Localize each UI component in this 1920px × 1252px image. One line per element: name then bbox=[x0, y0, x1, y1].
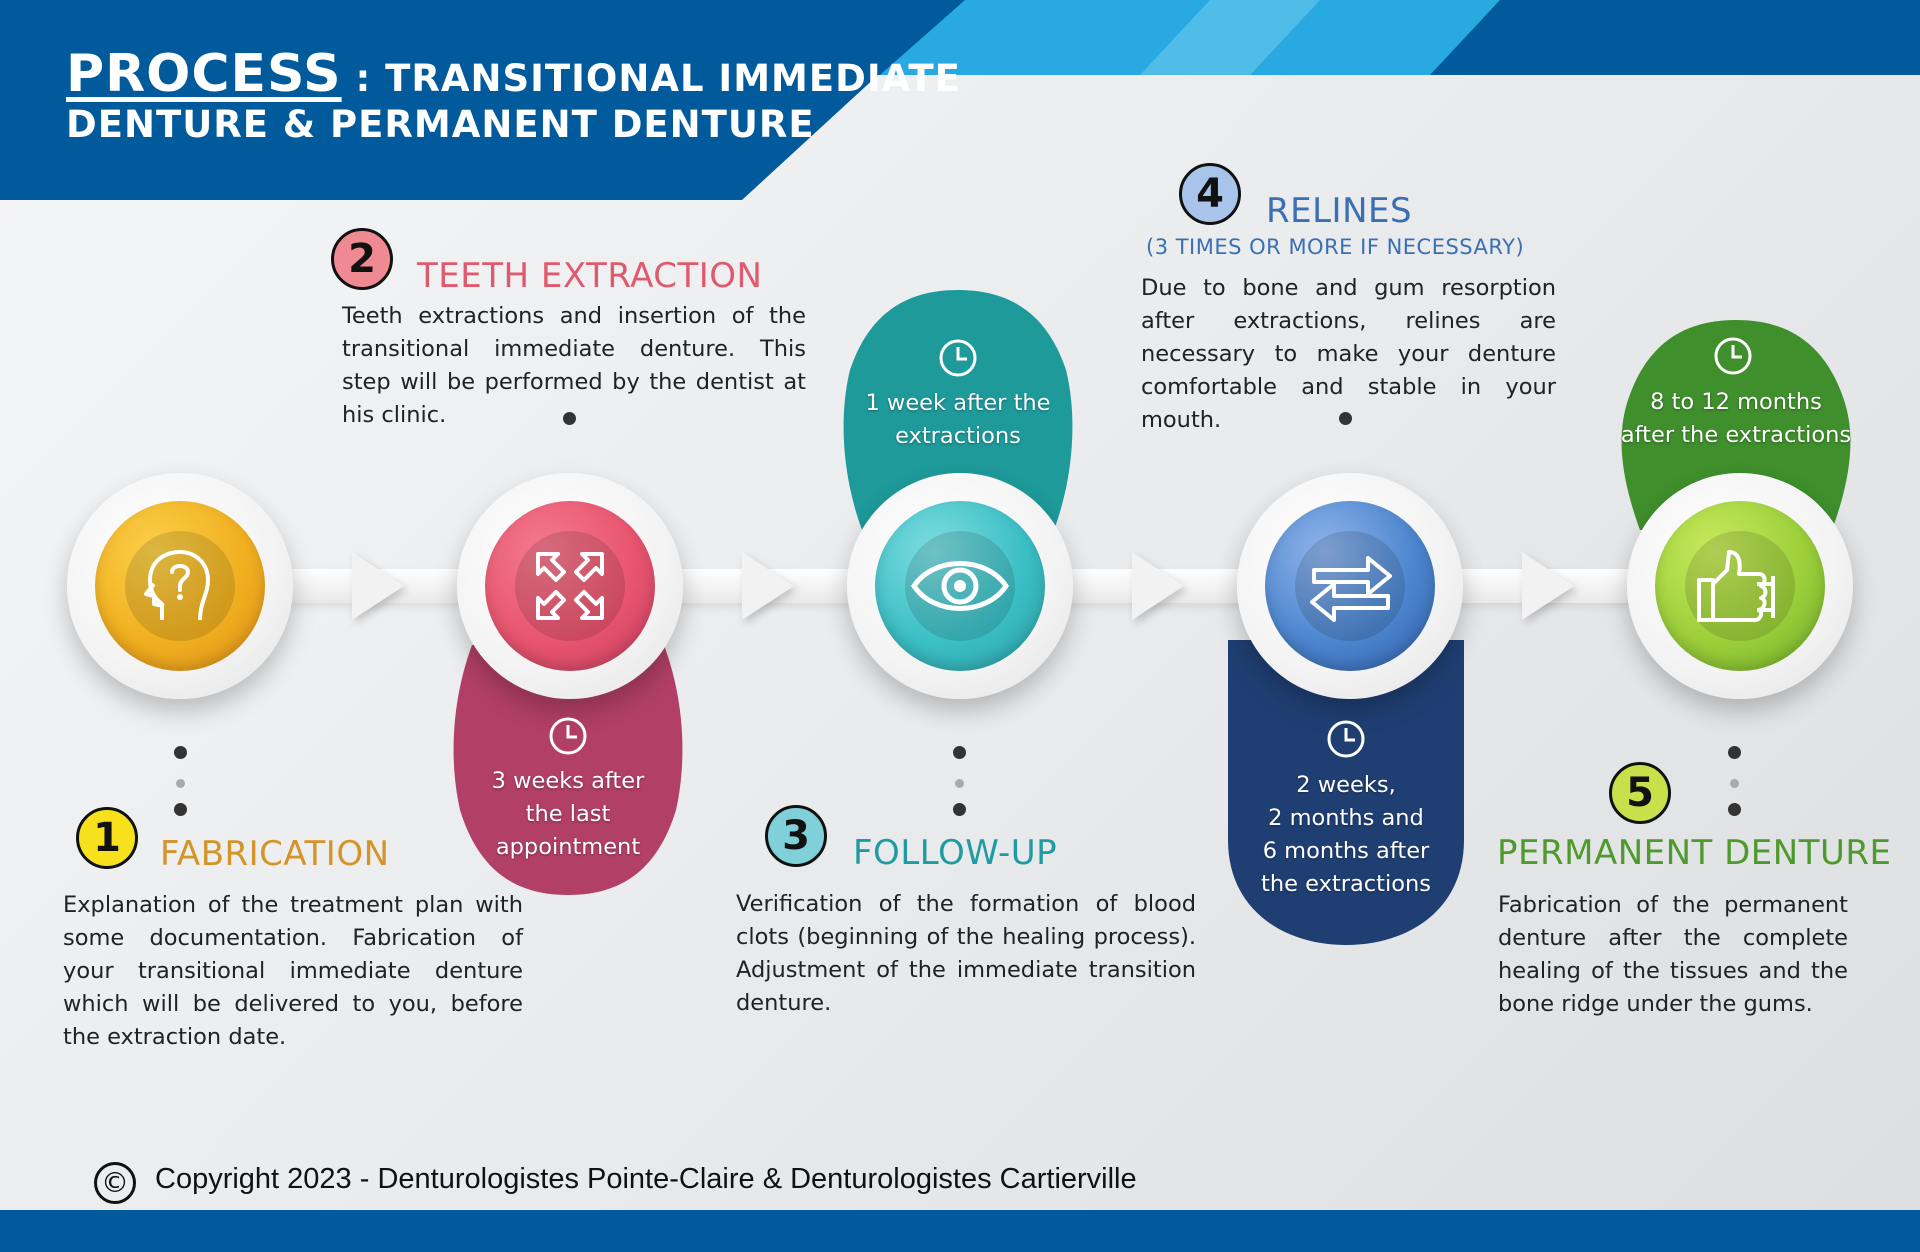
dot bbox=[174, 746, 187, 759]
timing-line: 1 week after the bbox=[865, 390, 1051, 416]
step4-timing: 2 weeks, 2 months and 6 months after the… bbox=[1228, 769, 1464, 901]
arrow-icon bbox=[1522, 552, 1574, 620]
expand-arrows-icon bbox=[536, 552, 604, 620]
dot bbox=[953, 746, 966, 759]
timing-line: 2 weeks, bbox=[1296, 772, 1396, 798]
eye-icon bbox=[910, 561, 1010, 611]
step1-description: Explanation of the treatment plan with s… bbox=[63, 892, 523, 1050]
timing-line: the last bbox=[525, 801, 611, 827]
timing-line: extractions bbox=[895, 423, 1021, 449]
step4-inner bbox=[1265, 501, 1435, 671]
step5-title: PERMANENT DENTURE bbox=[1497, 833, 1892, 873]
step4-title: RELINES bbox=[1266, 191, 1413, 231]
step2-inner bbox=[485, 501, 655, 671]
timing-drop-step4 bbox=[1228, 640, 1464, 945]
step5-number: 5 bbox=[1609, 762, 1671, 824]
step5-inner bbox=[1655, 501, 1825, 671]
step2-description: Teeth extractions and insertion of the t… bbox=[342, 303, 806, 428]
timing-line: after the extractions bbox=[1620, 422, 1852, 448]
step2-timing: 3 weeks after the last appointment bbox=[450, 765, 686, 864]
header-banner bbox=[0, 0, 1920, 200]
swap-arrows-icon bbox=[1310, 556, 1392, 622]
page-title: PROCESS : TRANSITIONAL IMMEDIATE bbox=[66, 44, 961, 104]
copyright-icon: © bbox=[94, 1162, 136, 1204]
timing-drop-step5 bbox=[1621, 320, 1851, 530]
step3-timing: 1 week after the extractions bbox=[840, 387, 1076, 453]
dot bbox=[176, 779, 185, 788]
arrow-icon bbox=[352, 552, 404, 620]
dot bbox=[1730, 779, 1739, 788]
step5-core bbox=[1685, 531, 1795, 641]
timing-line: 2 months and bbox=[1268, 805, 1424, 831]
clock-icon bbox=[1714, 337, 1752, 375]
dot bbox=[1339, 412, 1352, 425]
step4-description: Due to bone and gum resorption after ext… bbox=[1141, 275, 1556, 433]
timing-line: the extractions bbox=[1261, 871, 1431, 897]
timing-line: appointment bbox=[495, 834, 641, 860]
timing-drop-step3 bbox=[843, 290, 1073, 530]
step3-description: Verification of the formation of blood c… bbox=[736, 891, 1196, 1016]
dot bbox=[563, 412, 576, 425]
title-main: PROCESS bbox=[66, 44, 342, 104]
title-rest: : TRANSITIONAL IMMEDIATE bbox=[341, 57, 961, 100]
timing-line: 3 weeks after bbox=[491, 768, 645, 794]
dot bbox=[955, 779, 964, 788]
footer-bar bbox=[0, 1210, 1920, 1252]
timing-drop-step2 bbox=[453, 645, 683, 895]
step1-title: FABRICATION bbox=[160, 834, 390, 874]
step2-title: TEETH EXTRACTION bbox=[417, 256, 763, 296]
timing-line: 6 months after bbox=[1262, 838, 1430, 864]
step2-number: 2 bbox=[331, 228, 393, 290]
arrow-icon bbox=[1132, 552, 1184, 620]
head-question-icon bbox=[144, 549, 211, 621]
clock-icon bbox=[549, 717, 587, 755]
step3-number: 3 bbox=[765, 805, 827, 867]
page-title-line2: DENTURE & PERMANENT DENTURE bbox=[66, 103, 815, 146]
step2-core bbox=[515, 531, 625, 641]
step4-number: 4 bbox=[1179, 163, 1241, 225]
dot bbox=[174, 803, 187, 816]
dot bbox=[1728, 803, 1741, 816]
dot bbox=[953, 803, 966, 816]
copyright-text: Copyright 2023 - Denturologistes Pointe-… bbox=[155, 1163, 1137, 1195]
step3-title: FOLLOW-UP bbox=[853, 833, 1058, 873]
step4-subtitle: (3 TIMES OR MORE IF NECESSARY) bbox=[1146, 235, 1525, 259]
dot bbox=[1728, 746, 1741, 759]
arrow-icon bbox=[742, 552, 794, 620]
step4-core bbox=[1295, 531, 1405, 641]
step5-description: Fabrication of the permanent denture aft… bbox=[1498, 892, 1848, 1017]
thumbs-up-icon bbox=[1697, 550, 1775, 622]
timing-line: 8 to 12 months bbox=[1650, 389, 1822, 415]
clock-icon bbox=[939, 339, 977, 377]
step1-number: 1 bbox=[76, 807, 138, 869]
clock-icon bbox=[1327, 720, 1365, 758]
step5-timing: 8 to 12 months after the extractions bbox=[1618, 386, 1854, 452]
